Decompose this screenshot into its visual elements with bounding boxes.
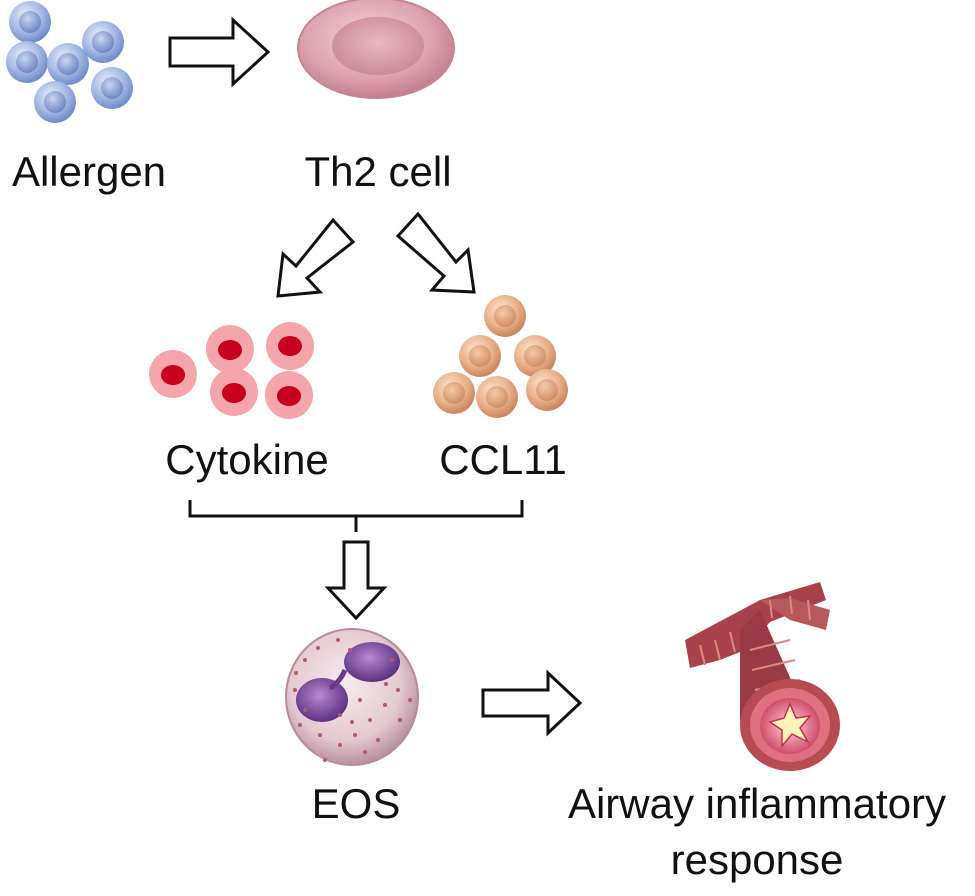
cytokine-label: Cytokine: [165, 436, 328, 483]
bracket-icon: [188, 500, 524, 532]
arrow-icon: [395, 211, 476, 294]
arrow-icon: [324, 540, 388, 621]
arrow-icon: [168, 16, 271, 88]
ccl11-label: CCL11: [439, 436, 567, 483]
ccl11-cells-icon: [433, 295, 568, 418]
arrow-icon: [481, 669, 583, 737]
airway-label-line2: response: [671, 836, 844, 883]
airway-label-line1: Airway inflammatory: [568, 780, 946, 827]
allergen-label: Allergen: [12, 148, 166, 195]
th2-cell-label: Th2 cell: [304, 148, 451, 195]
airway-icon: [685, 582, 840, 771]
allergen-cells-icon: [6, 1, 133, 123]
arrow-icon: [276, 217, 356, 298]
eos-cell-icon: [285, 628, 419, 766]
th2-cell-icon: [297, 0, 455, 99]
eos-label: EOS: [312, 780, 401, 827]
cytokine-cells-icon: [149, 322, 314, 419]
